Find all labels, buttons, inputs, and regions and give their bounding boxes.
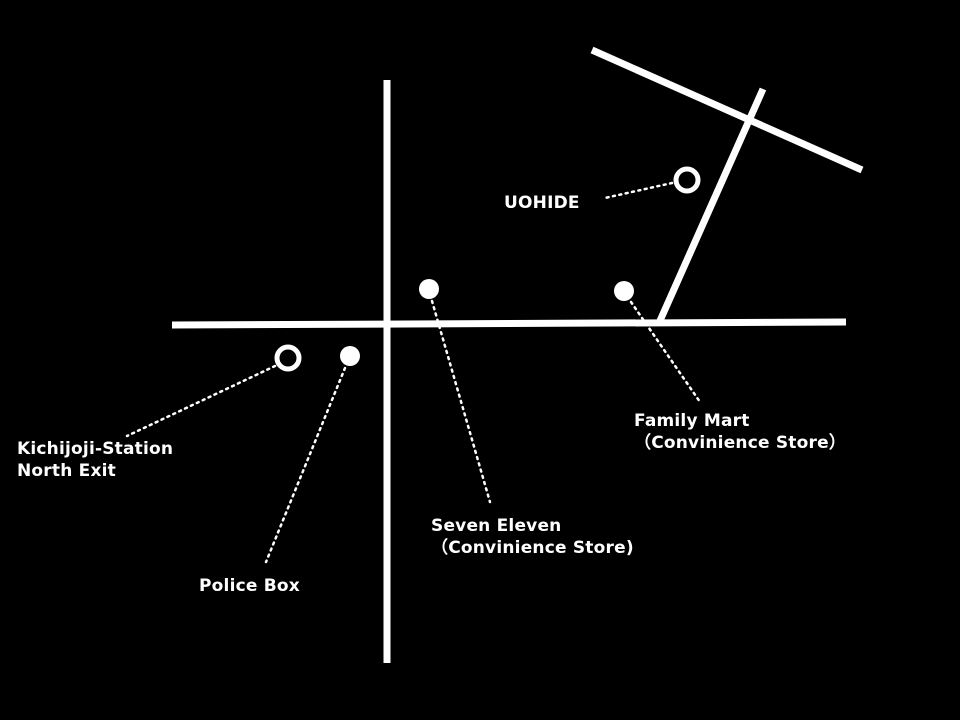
uohide-name: UOHIDE bbox=[504, 193, 580, 213]
family-mart-marker bbox=[614, 281, 634, 301]
leader-seven bbox=[430, 299, 492, 504]
family-mart-type: （Convinience Store） bbox=[634, 433, 847, 453]
leader-police bbox=[264, 366, 347, 564]
police-box-marker bbox=[340, 346, 360, 366]
leader-uohide bbox=[603, 181, 674, 200]
station-exit: North Exit bbox=[17, 461, 116, 481]
seven-eleven-name: Seven Eleven bbox=[431, 516, 562, 536]
road-diagonal-northeast bbox=[655, 87, 767, 325]
uohide-marker bbox=[673, 166, 701, 194]
station-name: Kichijoji-Station bbox=[17, 439, 174, 459]
station-north-exit-marker bbox=[274, 344, 302, 372]
seven-eleven-type: （Convinience Store) bbox=[431, 538, 634, 558]
seven-eleven-marker bbox=[419, 279, 439, 299]
leader-station bbox=[125, 364, 277, 438]
road-main-horizontal bbox=[171, 318, 847, 329]
road-northeast-crossing bbox=[590, 46, 864, 174]
family-mart-name: Family Mart bbox=[634, 411, 750, 431]
family-mart-label: Family Mart （Convinience Store） bbox=[634, 410, 846, 454]
seven-eleven-label: Seven Eleven （Convinience Store) bbox=[431, 515, 634, 559]
leader-family bbox=[629, 300, 702, 404]
station-label: Kichijoji-Station North Exit bbox=[17, 438, 173, 482]
police-box-name: Police Box bbox=[199, 576, 300, 596]
uohide-label: UOHIDE bbox=[504, 192, 580, 214]
police-box-label: Police Box bbox=[199, 575, 300, 597]
